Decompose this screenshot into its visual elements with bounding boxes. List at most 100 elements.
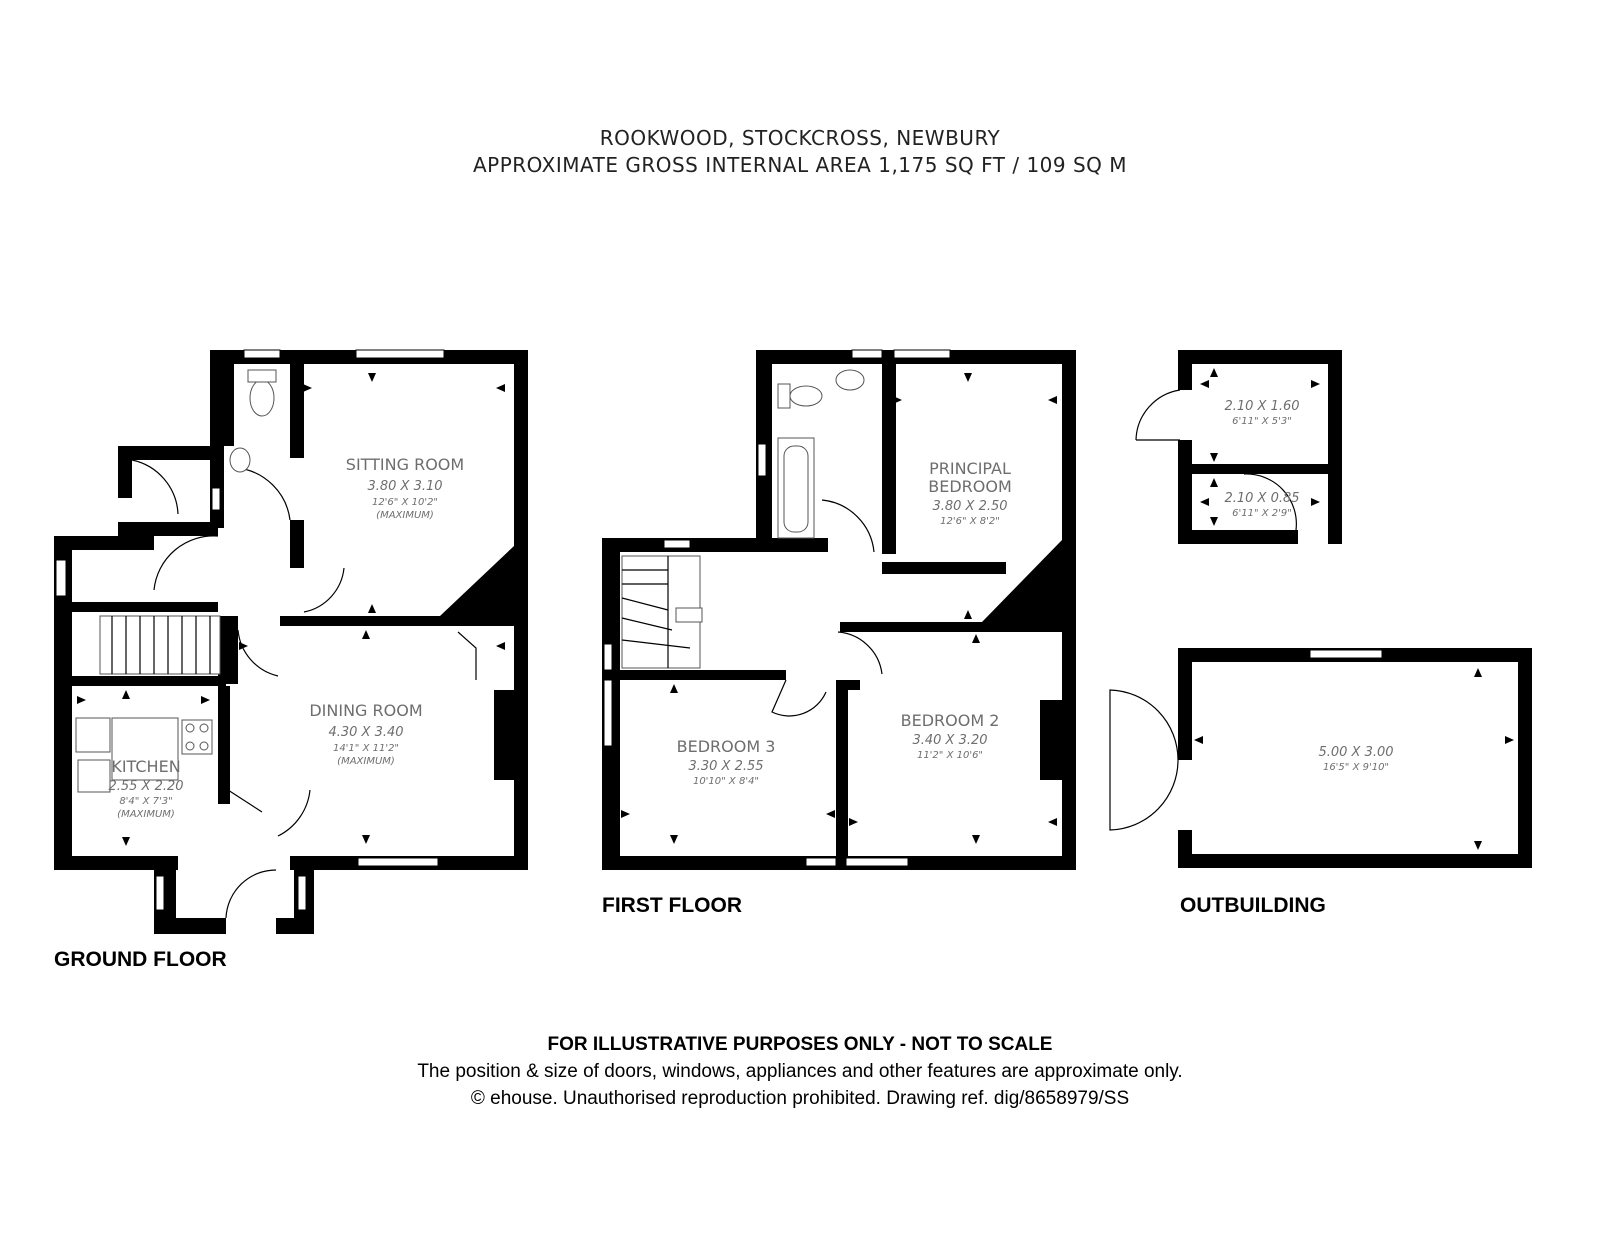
kitchen-metric: 2.55 X 2.20 xyxy=(108,779,183,794)
wall xyxy=(1178,464,1342,474)
staircase xyxy=(621,555,703,669)
window xyxy=(603,679,613,747)
outbuilding-label: OUTBUILDING xyxy=(1180,894,1326,917)
wall xyxy=(300,616,528,626)
window xyxy=(355,349,445,359)
basin-fixture xyxy=(229,447,251,473)
window xyxy=(1309,649,1383,659)
wall xyxy=(280,616,300,626)
store-1-imperial: 6'11" X 5'3" xyxy=(1232,416,1292,427)
wall xyxy=(1518,648,1532,868)
ground-floor-plan: SITTING ROOM 3.80 X 3.10 12'6" X 10'2" (… xyxy=(54,349,528,934)
wall xyxy=(982,540,1062,622)
bedroom-3-metric: 3.30 X 2.55 xyxy=(688,759,763,774)
wall xyxy=(72,602,218,612)
sitting-room-imperial: 12'6" X 10'2" xyxy=(372,497,438,508)
door-swing xyxy=(225,869,277,919)
door-swing xyxy=(1135,389,1181,441)
window xyxy=(211,487,221,511)
first-floor-plan: PRINCIPAL BEDROOM 3.80 X 2.50 12'6" X 8'… xyxy=(602,349,1076,870)
toilet-cistern xyxy=(247,369,277,383)
store-2-metric: 2.10 X 0.85 xyxy=(1224,491,1299,506)
bedroom-2-metric: 3.40 X 3.20 xyxy=(912,733,987,748)
wall xyxy=(290,520,304,568)
window xyxy=(55,559,67,597)
bedroom-3-imperial: 10'10" X 8'4" xyxy=(693,776,759,787)
kitchen-name: KITCHEN xyxy=(111,757,180,776)
window xyxy=(893,349,951,359)
worktop-fixture xyxy=(111,717,179,781)
wall xyxy=(1062,350,1076,870)
wall xyxy=(1328,350,1342,544)
dining-room-name: DINING ROOM xyxy=(309,701,422,720)
hob-icon xyxy=(181,719,213,755)
wall xyxy=(1178,854,1532,868)
sitting-room-name: SITTING ROOM xyxy=(346,455,464,474)
dimension-markers xyxy=(77,373,505,846)
wall xyxy=(1178,350,1342,364)
wall xyxy=(1178,830,1192,868)
wall xyxy=(602,670,786,680)
first-floor-label: FIRST FLOOR xyxy=(602,894,742,917)
wall xyxy=(210,350,224,528)
wall xyxy=(54,536,154,550)
wall xyxy=(836,680,860,690)
window xyxy=(757,443,767,477)
door-swing xyxy=(771,679,827,717)
store-1-metric: 2.10 X 1.60 xyxy=(1224,399,1299,414)
wall xyxy=(882,364,896,554)
sitting-room-metric: 3.80 X 3.10 xyxy=(367,479,442,494)
door-swing xyxy=(237,467,291,521)
dining-room-metric: 4.30 X 3.40 xyxy=(328,725,403,740)
principal-bedroom-imperial: 12'6" X 8'2" xyxy=(940,516,1000,527)
wall xyxy=(1178,440,1192,544)
door-swing xyxy=(821,499,875,553)
bedroom-2-name: BEDROOM 2 xyxy=(901,711,1000,730)
dimension-markers xyxy=(621,373,1057,844)
window xyxy=(845,857,909,867)
door-swing xyxy=(1243,473,1297,531)
wall xyxy=(224,364,234,446)
wall xyxy=(218,686,230,804)
wall xyxy=(218,616,238,684)
plan-title: ROOKWOOD, STOCKCROSS, NEWBURY xyxy=(599,126,1001,150)
wall xyxy=(118,446,222,460)
outbuilding-plan: 2.10 X 1.60 6'11" X 5'3" 2.10 X 0.85 6'1… xyxy=(1109,350,1532,868)
basin-fixture xyxy=(835,369,865,391)
wall xyxy=(1178,530,1298,544)
window xyxy=(663,539,691,549)
toilet-fixture xyxy=(789,385,823,407)
door-swing xyxy=(1109,689,1179,761)
wall xyxy=(494,690,514,780)
window xyxy=(805,857,837,867)
door-swing xyxy=(153,535,219,591)
wall xyxy=(840,622,1076,632)
door-swing xyxy=(277,789,311,837)
door-swing xyxy=(131,459,179,515)
wall xyxy=(54,536,72,870)
kitchen-note: (MAXIMUM) xyxy=(117,809,175,820)
dining-room-note: (MAXIMUM) xyxy=(337,756,395,767)
drainer-fixture xyxy=(77,759,111,793)
kitchen-imperial: 8'4" X 7'3" xyxy=(119,796,172,807)
wall xyxy=(440,546,514,616)
toilet-cistern xyxy=(777,383,791,409)
principal-bedroom-metric: 3.80 X 2.50 xyxy=(932,499,1007,514)
door-swing xyxy=(227,789,263,813)
door-swing xyxy=(837,631,883,675)
window xyxy=(357,857,439,867)
wall xyxy=(54,856,178,870)
wall xyxy=(1178,648,1192,760)
window xyxy=(603,643,613,671)
sink-fixture xyxy=(75,717,111,753)
garage-metric: 5.00 X 3.00 xyxy=(1318,745,1393,760)
wall xyxy=(882,562,1006,574)
store-2-imperial: 6'11" X 2'9" xyxy=(1232,508,1292,519)
ground-floor-label: GROUND FLOOR xyxy=(54,948,227,971)
wall xyxy=(118,446,132,498)
window xyxy=(851,349,883,359)
wall xyxy=(514,350,528,870)
wall xyxy=(836,680,848,870)
toilet-fixture xyxy=(249,379,275,417)
